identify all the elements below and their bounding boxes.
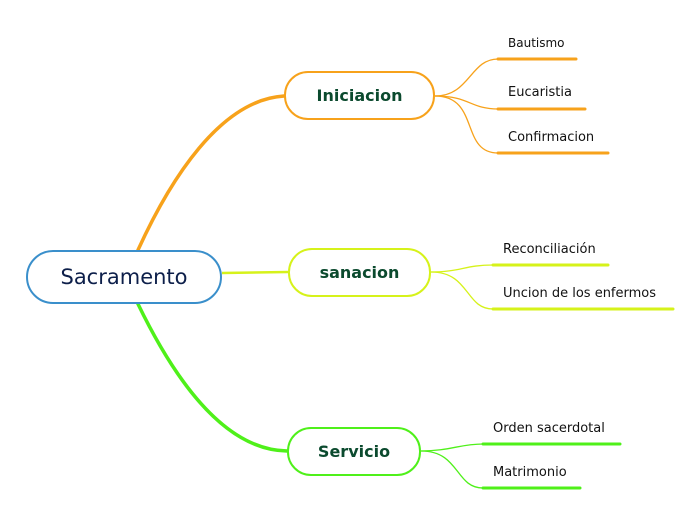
subtopic-confirmacion[interactable]: Confirmacion <box>508 130 595 145</box>
connector-iniciacion-bautismo <box>434 58 499 97</box>
connector-servicio-matrimonio <box>420 450 484 489</box>
main-topic-label: Iniciacion <box>316 86 403 105</box>
main-topic-label: Servicio <box>317 442 391 461</box>
subtopic-bautismo[interactable]: Bautismo <box>508 36 565 50</box>
subtopic-matrimonio[interactable]: Matrimonio <box>493 465 567 480</box>
main-topic-servicio[interactable]: Servicio <box>287 427 421 476</box>
connector-iniciacion-eucaristia <box>434 95 499 110</box>
root-topic-label: Sacramento <box>60 265 188 289</box>
subtopic-reconciliacion[interactable]: Reconciliación <box>503 242 596 257</box>
subtopic-eucaristia[interactable]: Eucaristia <box>508 85 572 100</box>
connector-sanacion-reconciliacion <box>430 264 494 273</box>
main-topic-label: sanacion <box>319 263 400 282</box>
connector-root-sanacion <box>221 270 289 275</box>
main-topic-sanacion[interactable]: sanacion <box>288 248 431 297</box>
connector-root-servicio <box>136 302 289 453</box>
connector-root-iniciacion <box>136 94 286 252</box>
root-topic-sacramento[interactable]: Sacramento <box>26 250 222 304</box>
connector-iniciacion-confirmacion <box>434 95 499 154</box>
subtopic-orden-sacerdotal[interactable]: Orden sacerdotal <box>493 421 605 436</box>
main-topic-iniciacion[interactable]: Iniciacion <box>284 71 435 120</box>
connector-servicio-orden <box>420 443 484 452</box>
connector-sanacion-uncion <box>430 271 494 310</box>
subtopic-uncion-de-los-enfermos[interactable]: Uncion de los enfermos <box>503 286 657 301</box>
